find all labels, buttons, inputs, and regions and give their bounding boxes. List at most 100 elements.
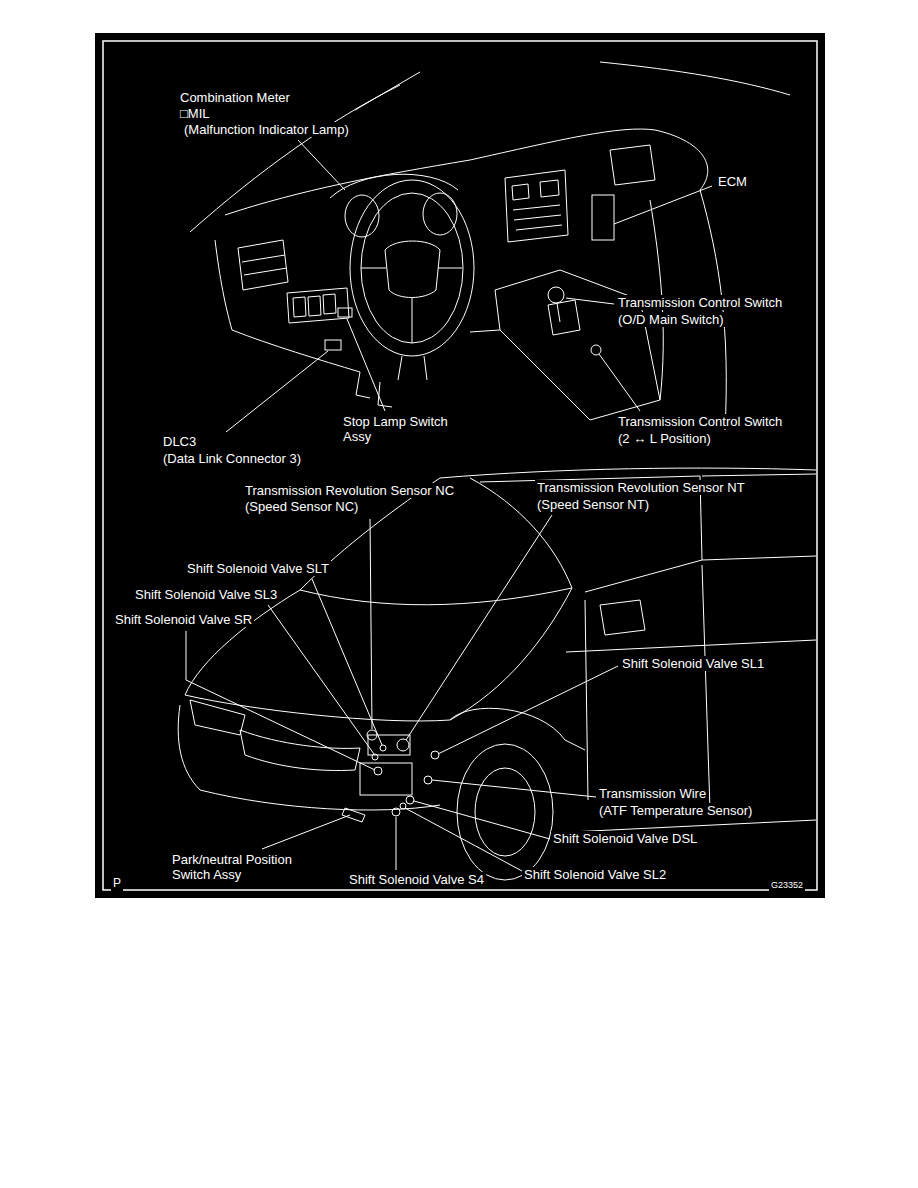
cluster-hood — [330, 174, 458, 198]
part-label: Transmission Control Switch — [616, 414, 784, 429]
shift-knob — [548, 287, 564, 303]
leader-line — [406, 515, 552, 740]
leader-line — [566, 298, 614, 304]
leader-line — [186, 631, 375, 770]
leader-line — [438, 666, 618, 754]
ecm-box — [592, 195, 614, 240]
leader-line — [405, 808, 522, 871]
dlc3-connector — [325, 340, 341, 350]
roof-line — [440, 468, 816, 478]
leader-line — [262, 815, 350, 849]
grille — [240, 730, 360, 770]
part-label: Shift Solenoid Valve SLT — [185, 561, 331, 576]
headlight — [190, 700, 245, 735]
part-label: Transmission Revolution Sensor NT — [535, 480, 747, 495]
part-label: (Malfunction Indicator Lamp) — [182, 122, 351, 137]
figure-code: G23352 — [769, 880, 805, 891]
right-vent — [610, 145, 655, 185]
part-label: Shift Solenoid Valve SR — [113, 612, 254, 627]
part-label: (Data Link Connector 3) — [161, 451, 303, 466]
center-stack — [505, 170, 568, 242]
door-trim — [650, 190, 726, 430]
part-label: Transmission Revolution Sensor NC — [243, 483, 456, 498]
switch-2-l — [591, 345, 601, 355]
left-vent — [238, 240, 288, 290]
leader-line — [396, 817, 397, 870]
cowl — [300, 588, 572, 605]
leader-line — [414, 801, 550, 839]
mirror — [600, 600, 645, 635]
solenoid-sl3 — [372, 754, 378, 760]
part-label: (O/D Main Switch) — [616, 312, 725, 327]
a-pillar — [190, 85, 400, 232]
part-label: DLC3 — [161, 434, 198, 449]
part-label: (2 ↔ L Position) — [616, 431, 713, 446]
hood-right — [450, 588, 572, 720]
part-label: Transmission Control Switch — [616, 295, 784, 310]
part-label: (Speed Sensor NC) — [243, 499, 360, 514]
part-label: (ATF Temperature Sensor) — [597, 803, 754, 818]
leader-line — [312, 579, 382, 745]
part-label: Shift Solenoid Valve S4 — [347, 872, 486, 887]
wheel-rim — [475, 768, 535, 856]
sensor-nt — [397, 739, 409, 751]
trim-line — [355, 72, 420, 110]
leader-line — [347, 319, 385, 411]
neutral-switch — [342, 808, 365, 822]
page-mark: P — [111, 876, 123, 891]
dash-top — [225, 129, 708, 215]
steering-column — [398, 356, 427, 380]
leader-line — [370, 519, 372, 729]
solenoid-sr — [374, 767, 382, 775]
part-label: (Speed Sensor NT) — [535, 497, 651, 512]
leader-line — [432, 780, 596, 797]
dash-lower — [215, 240, 360, 372]
stack-controls — [512, 180, 562, 230]
atf-sensor — [424, 776, 432, 784]
part-label: Park/neutral Position Switch Assy — [170, 852, 308, 882]
leader-lines — [186, 140, 712, 871]
solenoid-slt — [380, 745, 386, 751]
hood-left — [185, 590, 300, 695]
part-label: Transmission Wire — [597, 786, 708, 801]
solenoid-sl1 — [431, 751, 439, 759]
leader-line — [614, 186, 712, 224]
leader-line — [268, 605, 374, 754]
stop-lamp-switch — [338, 308, 352, 317]
transaxle-case — [360, 763, 412, 795]
part-label: Combination Meter — [178, 90, 292, 105]
part-label: □MIL — [178, 106, 212, 121]
windshield-edge — [600, 62, 790, 95]
solenoid-s4 — [392, 808, 400, 816]
panel-ground — [95, 33, 825, 898]
steering-hub — [361, 241, 462, 343]
gauge — [423, 193, 457, 235]
steering-wheel-inner — [361, 193, 463, 343]
shift-stem — [557, 303, 560, 322]
part-label: Shift Solenoid Valve SL3 — [133, 587, 279, 602]
solenoid-dsl — [406, 796, 414, 804]
console — [495, 270, 660, 420]
part-label: ECM — [716, 174, 749, 189]
sensor-nc — [367, 730, 377, 740]
part-label: Shift Solenoid Valve SL2 — [522, 867, 668, 882]
tyre — [457, 744, 553, 880]
leader-line — [599, 354, 640, 411]
part-label: Shift Solenoid Valve DSL — [551, 831, 699, 846]
pedals — [356, 372, 392, 407]
door-lines — [585, 565, 710, 810]
shift-gate — [548, 300, 580, 335]
transaxle — [368, 735, 410, 755]
switch-panel — [287, 288, 349, 323]
bumper — [178, 705, 440, 810]
leader-line — [226, 351, 328, 432]
dashboard-drawing — [190, 62, 790, 430]
panel-border — [103, 41, 817, 890]
part-label: Stop Lamp Switch Assy — [341, 414, 463, 444]
trim-line — [470, 330, 500, 332]
leader-line — [298, 140, 345, 190]
steering-wheel — [350, 180, 474, 356]
part-label: Shift Solenoid Valve SL1 — [620, 656, 766, 671]
car-drawing — [178, 468, 816, 880]
